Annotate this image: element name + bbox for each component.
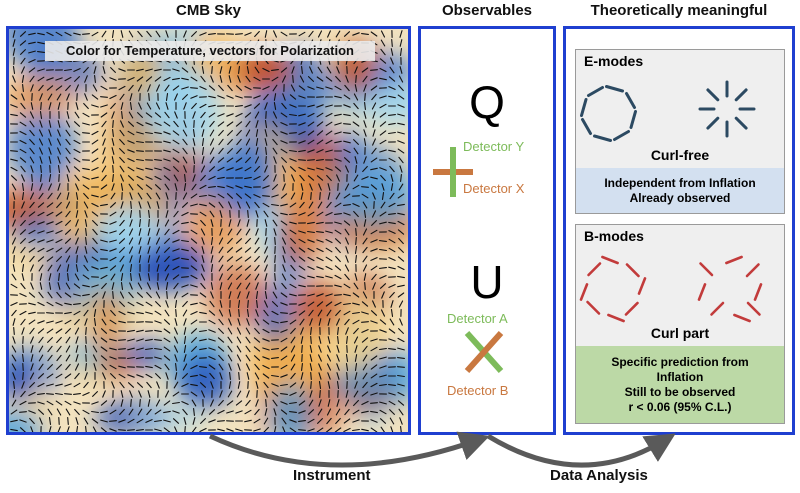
- cmb-sky-map: [9, 29, 408, 432]
- emodes-title: E-modes: [584, 53, 644, 69]
- sky-caption: Color for Temperature, vectors for Polar…: [45, 41, 375, 61]
- bmodes-title: B-modes: [584, 228, 644, 244]
- detector-x-label: Detector X: [463, 181, 525, 196]
- emodes-curl-label: Curl-free: [650, 147, 710, 163]
- emodes-box: E-modes Curl-f: [575, 49, 785, 214]
- q-observable: Q: [469, 76, 505, 128]
- analysis-label: Data Analysis: [550, 467, 648, 484]
- heading-observables: Observables: [441, 2, 533, 19]
- theory-panel: E-modes Curl-f: [563, 26, 795, 435]
- bmodes-note-line1: Specific prediction from: [611, 354, 749, 369]
- detector-y-label: Detector Y: [463, 139, 525, 154]
- bmode-patterns: [579, 255, 763, 323]
- u-detector-cross: [464, 330, 504, 374]
- bmodes-note-line2: Inflation: [656, 369, 704, 384]
- bmodes-box: B-modes Curl p: [575, 224, 785, 424]
- emodes-note: Independent from Inflation Already obser…: [576, 168, 784, 213]
- observables-panel: Q Detector Y Detector X U Detector A Det…: [418, 26, 556, 435]
- instrument-arrow: [208, 431, 490, 468]
- q-detector-cross: [433, 147, 473, 197]
- u-observable: U: [470, 256, 504, 308]
- cmb-sky-panel: Color for Temperature, vectors for Polar…: [6, 26, 411, 435]
- bmodes-note-line4: r < 0.06 (95% C.L.): [628, 399, 732, 414]
- detector-b-label: Detector B: [447, 383, 509, 398]
- bmodes-note: Specific prediction from Inflation Still…: [576, 346, 784, 423]
- heading-theory: Theoretically meaningful: [590, 2, 768, 19]
- emodes-note-line2: Already observed: [629, 190, 731, 205]
- detector-a-label: Detector A: [447, 311, 508, 326]
- emode-patterns: [580, 80, 756, 142]
- bmodes-curl-label: Curl part: [650, 325, 710, 341]
- heading-cmb-sky: CMB Sky: [175, 2, 242, 19]
- instrument-label: Instrument: [293, 467, 371, 484]
- analysis-arrow: [486, 433, 676, 468]
- bmodes-note-line3: Still to be observed: [624, 384, 736, 399]
- emodes-note-line1: Independent from Inflation: [604, 175, 756, 190]
